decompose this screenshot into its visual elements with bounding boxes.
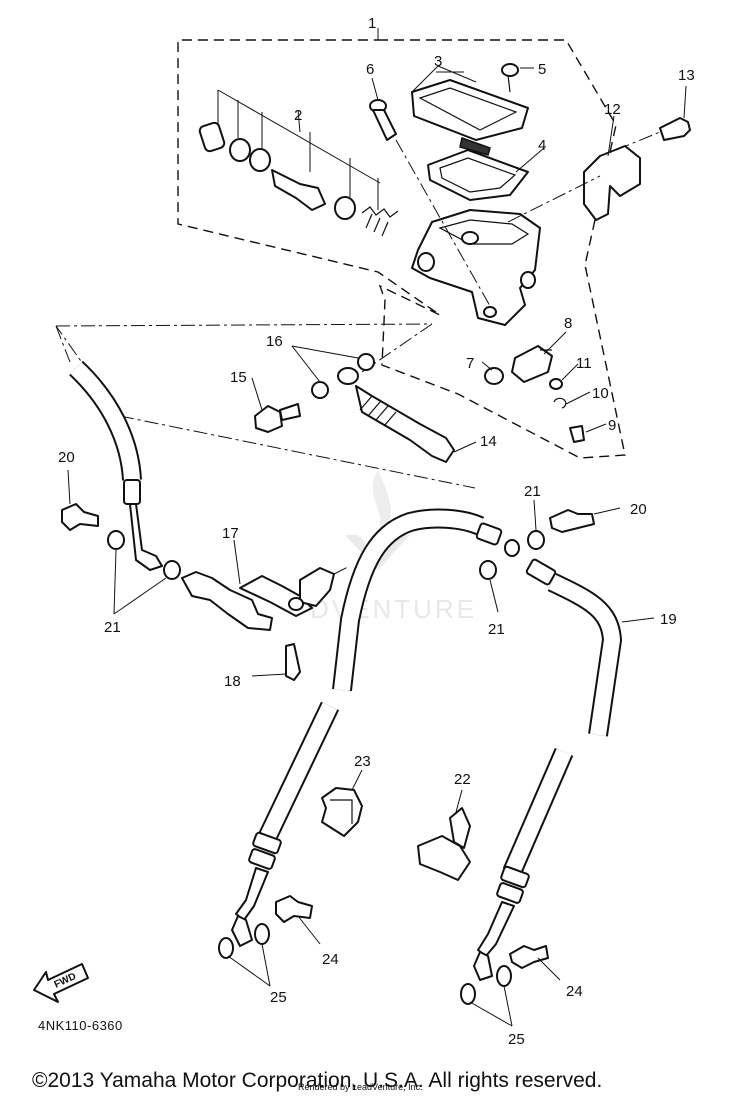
- copper-washer: [357, 353, 375, 371]
- callout-9: 9: [608, 417, 616, 434]
- callout-4: 4: [538, 137, 546, 154]
- callout-13: 13: [678, 67, 695, 84]
- joint-bolt: [285, 643, 301, 681]
- brake-hose-lower-left: [231, 701, 340, 947]
- brake-switch: [511, 345, 553, 383]
- rendered-by-note: Rendered by LeadVenture, Inc.: [298, 1082, 423, 1092]
- copper-washer: [107, 530, 125, 550]
- union-bolt: [61, 503, 99, 531]
- brake-hose-left-stub: [69, 360, 163, 571]
- callout-numbers: 1 2 3 4 5 6 7 8 9 10 11 12 13 14 15 16 1…: [58, 15, 695, 1048]
- brake-hose-lower-right: [473, 748, 574, 981]
- leadventure-watermark: DVENTURE: [310, 470, 477, 624]
- watermark-text: DVENTURE: [310, 594, 477, 624]
- piston-kit: [198, 89, 399, 237]
- union-bolt: [549, 509, 595, 533]
- callout-25-right: 25: [508, 1031, 525, 1048]
- reservoir-cap: [411, 79, 529, 141]
- callout-7: 7: [466, 355, 474, 372]
- brake-hose-loop: [332, 508, 623, 737]
- leader-lines: [67, 65, 687, 1027]
- copper-washer: [496, 965, 512, 987]
- forward-direction-arrow: FWD: [33, 963, 89, 1003]
- master-cylinder-assembly: [177, 28, 691, 459]
- union-bolt: [275, 895, 313, 923]
- callout-2: 2: [294, 107, 302, 124]
- callout-1: 1: [368, 15, 376, 32]
- copper-washer: [218, 937, 234, 959]
- washer: [549, 378, 563, 390]
- callout-24-left: 24: [322, 951, 339, 968]
- pivot-bolt: [369, 99, 491, 307]
- holder-bolt: [615, 117, 691, 151]
- diaphragm: [427, 149, 529, 201]
- callout-15: 15: [230, 369, 247, 386]
- callout-12: 12: [604, 101, 621, 118]
- callout-17: 17: [222, 525, 239, 542]
- copper-washer: [479, 560, 497, 580]
- callout-21-mid: 21: [488, 621, 505, 638]
- handlebar-holder: [583, 145, 641, 221]
- union-bolt: [509, 945, 549, 969]
- callout-8: 8: [564, 315, 572, 332]
- nut: [484, 367, 504, 385]
- copper-washer: [254, 923, 270, 945]
- union-bolt: [254, 403, 301, 433]
- cap-screw: [501, 63, 519, 93]
- hose-clamp: [417, 807, 471, 881]
- callout-16: 16: [266, 333, 283, 350]
- copper-washer: [311, 381, 329, 399]
- copper-washer: [163, 560, 181, 580]
- callout-10: 10: [592, 385, 609, 402]
- copper-washer: [460, 983, 476, 1005]
- hose-guide: [321, 787, 363, 837]
- callout-21-top: 21: [524, 483, 541, 500]
- drawing-code: 4NK110-6360: [38, 1018, 123, 1033]
- callout-3: 3: [434, 53, 442, 70]
- callout-14: 14: [480, 433, 497, 450]
- callout-22: 22: [454, 771, 471, 788]
- copyright-notice: ©2013 Yamaha Motor Corporation, U.S.A. A…: [32, 1069, 602, 1092]
- callout-25-left: 25: [270, 989, 287, 1006]
- callout-20-left: 20: [58, 449, 75, 466]
- callout-21-left: 21: [104, 619, 121, 636]
- master-cylinder-body: [411, 209, 541, 326]
- callout-11: 11: [576, 355, 592, 372]
- callout-23: 23: [354, 753, 371, 770]
- switch-screw: [569, 425, 585, 443]
- callout-6: 6: [366, 61, 374, 78]
- brake-pipe-joint: [181, 567, 335, 631]
- callout-20-right: 20: [630, 501, 647, 518]
- callout-24-right: 24: [566, 983, 583, 1000]
- callout-19: 19: [660, 611, 677, 628]
- brake-hose-upper: [337, 323, 455, 463]
- copper-washer: [527, 530, 545, 550]
- callout-5: 5: [538, 61, 546, 78]
- callout-18: 18: [224, 673, 241, 690]
- circlip: [553, 397, 567, 409]
